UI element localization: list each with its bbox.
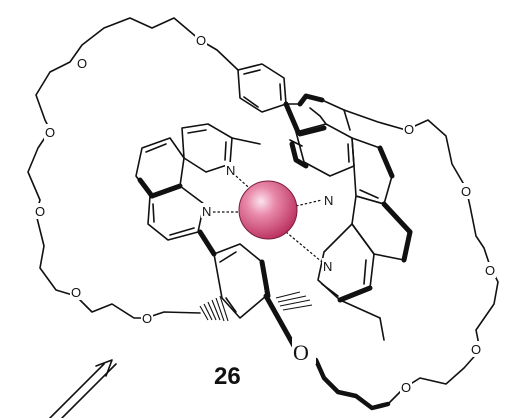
lower-phenylene-ring: [213, 243, 297, 349]
hashed-wedge-bond: [199, 295, 229, 322]
left-macrocycle-chain: [27, 17, 239, 319]
oxygen-atom-label: O: [461, 184, 471, 199]
metal-ion-sphere: [238, 180, 298, 240]
oxygen-atom-label: O: [142, 311, 152, 326]
coordination-bonds: [213, 175, 323, 263]
oxygen-atom-label: O: [71, 285, 81, 300]
right-macrocycle-chain: [343, 109, 499, 405]
oxygen-atom-label: O: [196, 33, 206, 48]
nitrogen-atom-label: N: [202, 204, 211, 219]
oxygen-atom-label: O: [485, 263, 495, 278]
compound-number: 26: [214, 363, 241, 390]
oxygen-atom-label: O: [77, 56, 87, 71]
reaction-arrow-icon: [49, 359, 117, 418]
nitrogen-atom-label: N: [323, 259, 332, 274]
hashed-wedge-bond: [275, 291, 313, 311]
oxygen-atom-label: O: [471, 342, 481, 357]
upper-phenylene-ring: [237, 63, 301, 135]
nitrogen-atom-label: N: [226, 163, 235, 178]
oxygen-atom-label: O: [401, 380, 411, 395]
left-phenanthroline: [135, 123, 261, 257]
right-phenanthroline: [295, 123, 413, 341]
back-phenylene-ring: [285, 93, 351, 169]
nitrogen-atom-label: N: [324, 193, 333, 208]
oxygen-atom-label: O: [45, 125, 55, 140]
oxygen-atom-label: O: [404, 122, 414, 137]
oxygen-atom-label-large: O: [293, 340, 309, 365]
oxygen-atom-label: O: [35, 204, 45, 219]
bottom-chain-bold: [313, 357, 391, 411]
